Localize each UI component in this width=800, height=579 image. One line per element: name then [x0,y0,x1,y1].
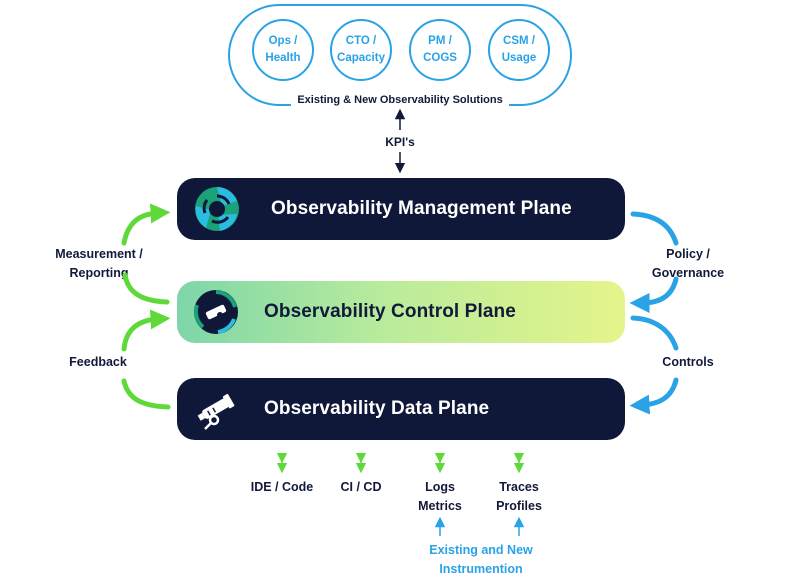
policy-governance-label: Policy / Governance [651,247,725,280]
solution-csm-usage: CSM / Usage [488,19,550,81]
ide-code-label: IDE / Code [250,480,314,494]
bottom-green-arrows [276,452,525,474]
solution-ops-health: Ops / Health [252,19,314,81]
feedback-up-arrow [121,309,171,352]
data-plane-title: Observability Data Plane [264,398,490,419]
data-plane-telescope-icon [197,393,235,430]
solution-cto-capacity: CTO / Capacity [330,19,392,81]
traces-profiles-label: Traces Profiles [496,480,542,513]
instrumentation-label: Existing and New Instrumention [429,543,533,576]
measurement-reporting-label: Measurement / Reporting [55,247,143,280]
feedback-down-curve [121,378,171,410]
control-plane: Observability Control Plane [177,281,625,343]
measurement-down-curve [122,272,170,305]
solutions-caption: Existing & New Observability Solutions [228,94,572,106]
management-plane: Observability Management Plane [177,178,625,240]
ci-cd-label: CI / CD [340,480,382,494]
management-plane-title: Observability Management Plane [271,198,572,219]
kpi-label: KPI's [385,135,415,149]
measurement-up-arrow [121,203,171,246]
control-logo-icon [193,290,238,334]
policy-top-curve [630,211,679,246]
controls-down-arrow [629,377,679,415]
solution-pm-cogs: PM / COGS [409,19,471,81]
management-logo-icon [195,187,239,231]
control-plane-title: Observability Control Plane [264,301,516,322]
feedback-label: Feedback [69,355,127,369]
controls-label: Controls [662,355,714,369]
data-plane: Observability Data Plane [177,378,625,440]
logs-metrics-label: Logs Metrics [418,480,462,513]
policy-down-arrow [629,276,679,313]
controls-top-curve [630,315,679,351]
